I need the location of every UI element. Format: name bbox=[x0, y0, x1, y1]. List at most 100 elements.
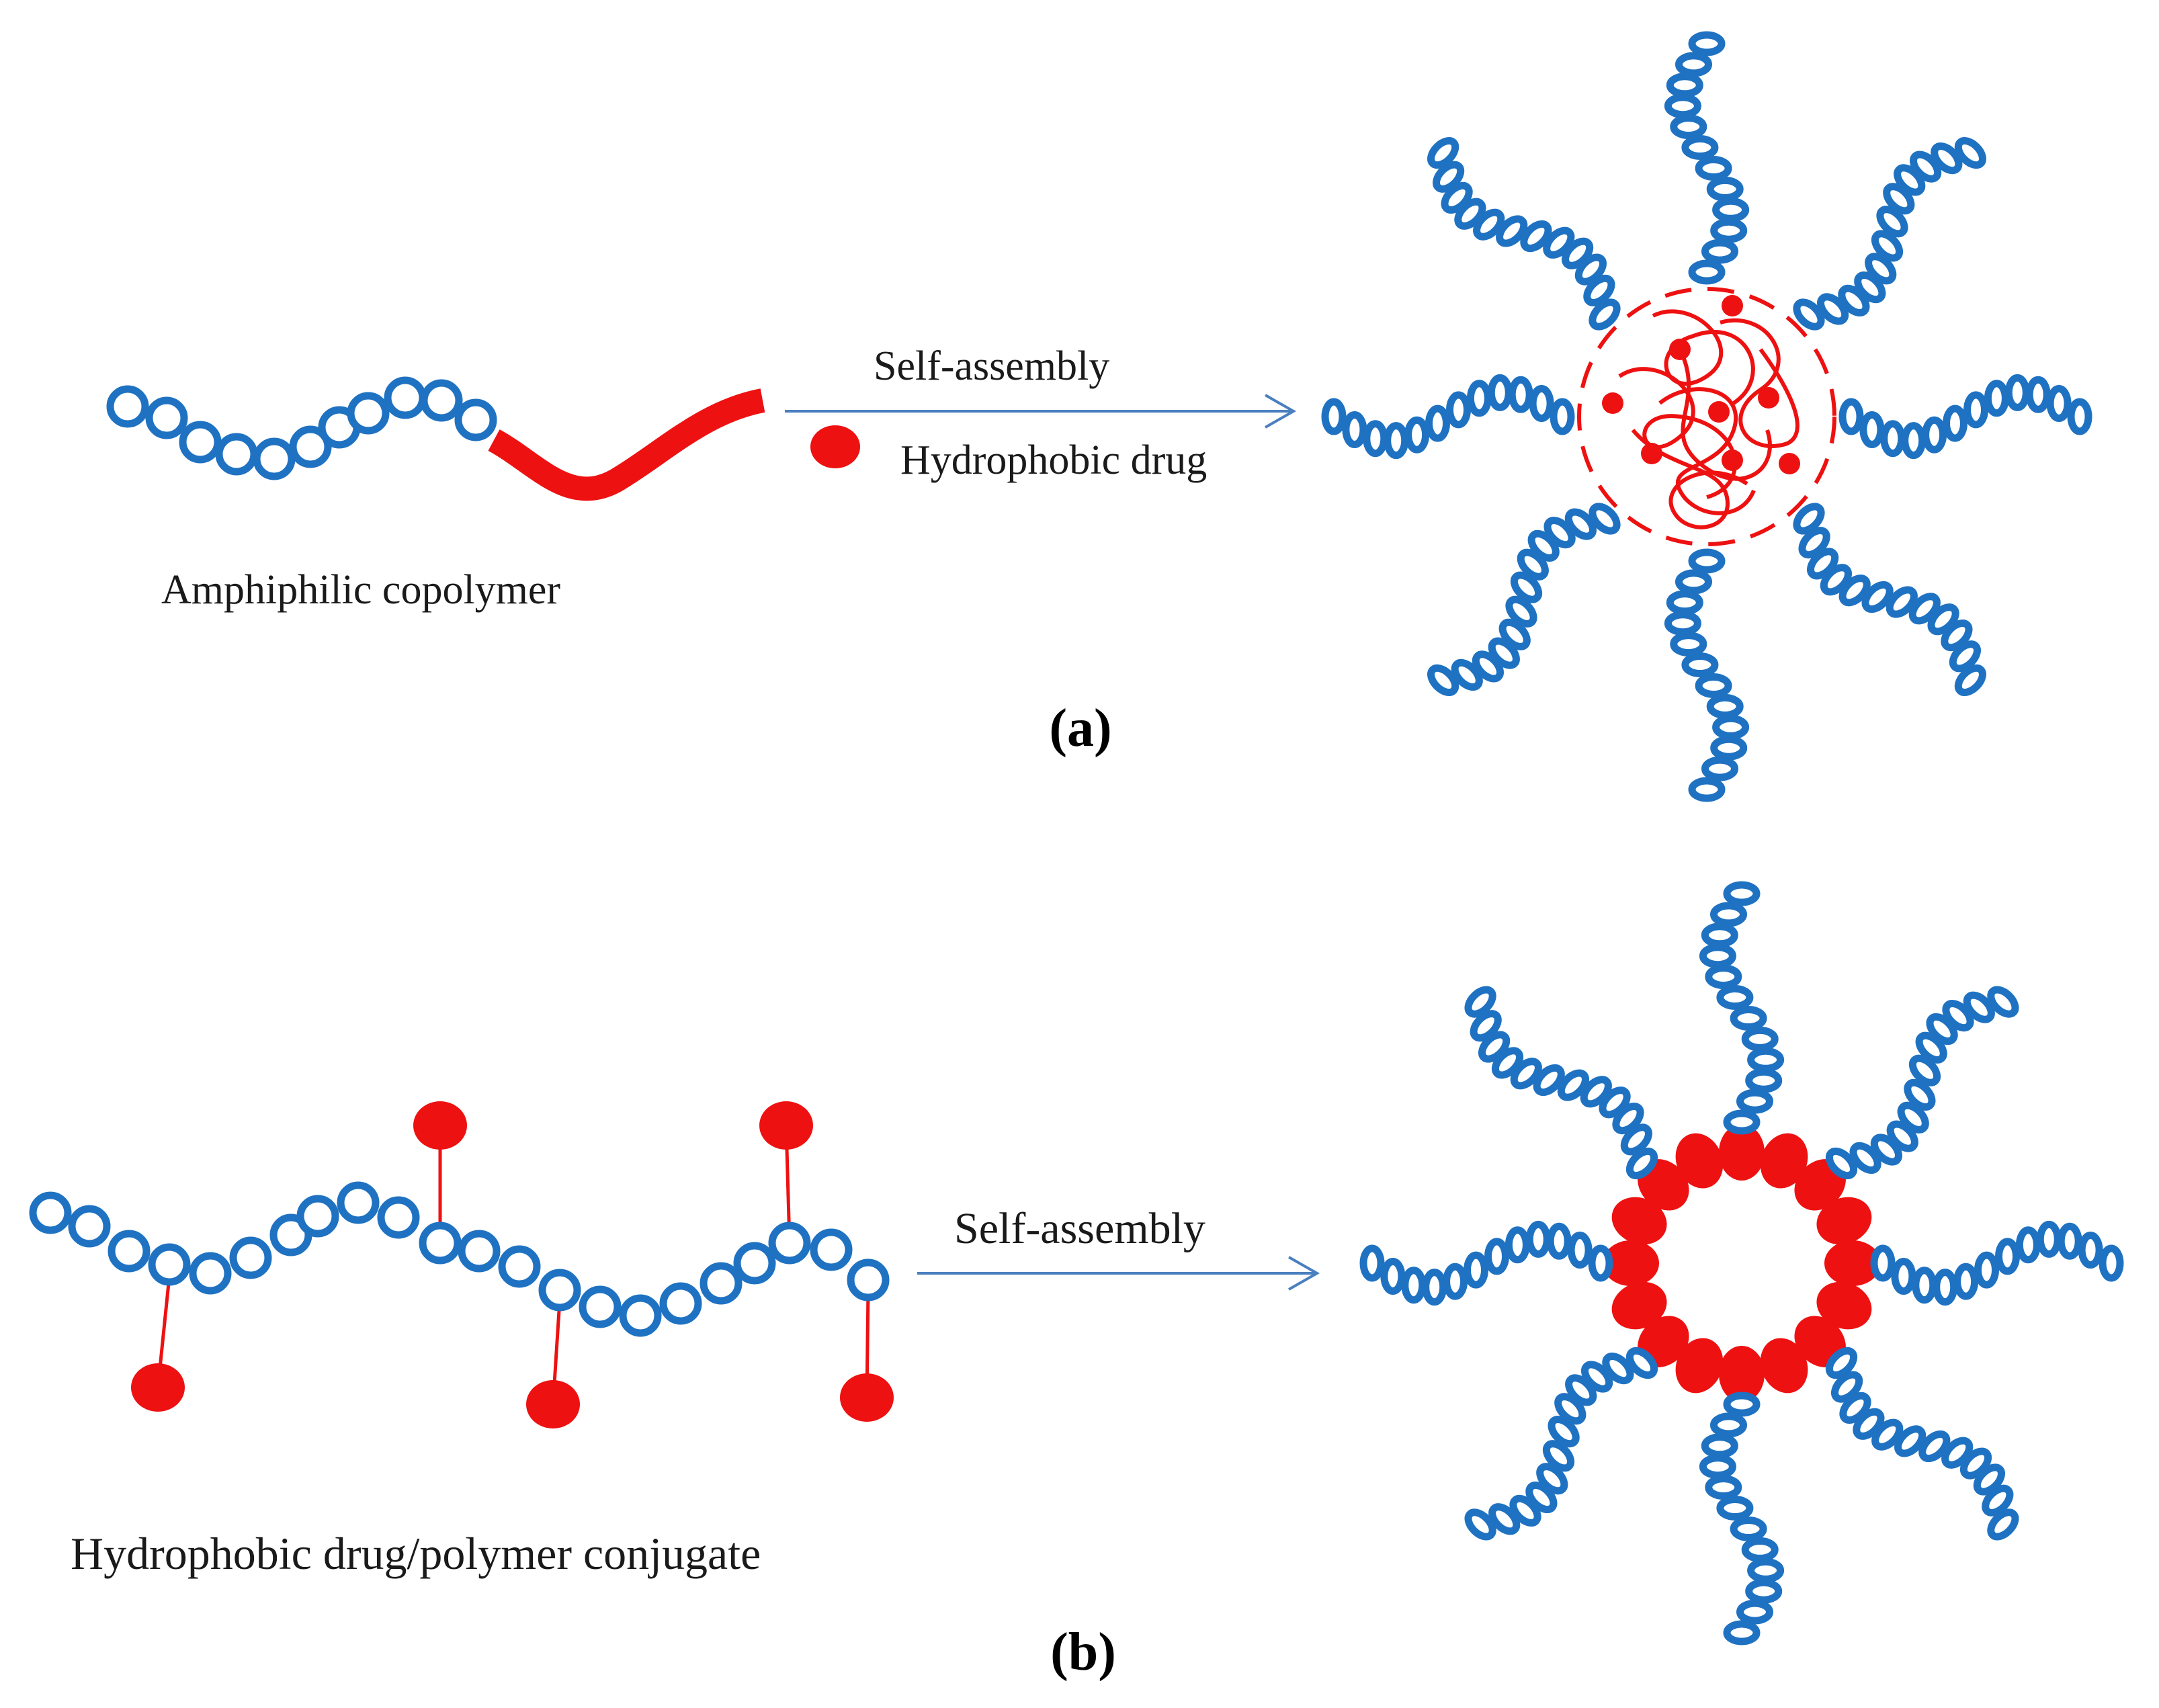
coil-loop bbox=[1723, 1392, 1761, 1417]
hydrophilic-bead bbox=[68, 1205, 111, 1248]
hydrophobic-strand bbox=[1720, 318, 1800, 448]
coil-loop bbox=[1589, 503, 1621, 535]
hydrophilic-bead bbox=[538, 1269, 581, 1312]
coil-loop bbox=[1602, 1353, 1634, 1385]
coil-loop bbox=[1380, 1258, 1406, 1295]
coil-loop bbox=[1546, 1222, 1572, 1260]
coil-loop bbox=[1562, 237, 1594, 269]
coil-loop bbox=[1710, 218, 1748, 243]
coil-loop bbox=[1995, 1238, 2020, 1275]
coil-loop bbox=[1688, 31, 1726, 56]
drug-core-unit bbox=[1675, 1338, 1724, 1394]
coil-loop bbox=[1741, 1026, 1779, 1052]
coil-loop bbox=[1736, 1599, 1773, 1625]
hydrophilic-corona-arm bbox=[1664, 31, 1750, 285]
amphiphilic-copolymer-chain bbox=[106, 376, 765, 501]
diagram-shapes bbox=[29, 31, 2124, 1646]
hydrophilic-bead bbox=[810, 1228, 853, 1271]
coil-loop bbox=[1699, 943, 1736, 969]
coil-loop bbox=[1472, 650, 1504, 683]
coil-loop bbox=[1464, 986, 1496, 1018]
coil-loop bbox=[1681, 652, 1719, 677]
coil-loop bbox=[1441, 181, 1473, 214]
hydrophilic-bead bbox=[579, 1285, 622, 1328]
hydrophilic-bead bbox=[337, 1181, 380, 1224]
coil-loop bbox=[1422, 1269, 1447, 1306]
hydrophilic-corona-arm bbox=[1664, 548, 1750, 802]
coil-loop bbox=[1712, 714, 1750, 740]
hydrophobic-strand bbox=[1631, 429, 1748, 529]
coil-loop bbox=[1505, 595, 1537, 628]
coil-loop bbox=[1943, 404, 1967, 442]
coil-loop bbox=[1963, 391, 1988, 429]
coil-loop bbox=[1723, 1109, 1761, 1135]
coil-loop bbox=[1564, 508, 1597, 540]
drug-core-unit bbox=[1611, 1197, 1667, 1245]
conjugated-drug bbox=[131, 1363, 185, 1412]
hydrophobic-strand bbox=[1658, 387, 1756, 515]
hydrophobic-drug-legend-label: Hydrophobic drug bbox=[900, 437, 1207, 483]
coil-loop bbox=[1427, 664, 1459, 696]
coil-loop bbox=[1664, 611, 1701, 636]
hydrophilic-corona-arm bbox=[1825, 986, 2019, 1180]
coil-loop bbox=[1484, 1238, 1509, 1275]
hydrophilic-corona-arm bbox=[1464, 1347, 1658, 1541]
self-assembly-label-b: Self-assembly bbox=[954, 1204, 1205, 1253]
micelle-core-boundary bbox=[1577, 287, 1836, 546]
arrow-head bbox=[1265, 394, 1297, 429]
coil-loop bbox=[1745, 1068, 1783, 1093]
coil-loop bbox=[1625, 1147, 1658, 1180]
coil-loop bbox=[1918, 1430, 1951, 1463]
hydrophilic-corona-arm bbox=[1427, 503, 1621, 696]
hydrophilic-bead bbox=[189, 1252, 232, 1295]
coil-loop bbox=[1984, 380, 2009, 417]
coil-loop bbox=[1838, 574, 1871, 607]
coil-loop bbox=[1891, 1258, 1916, 1295]
hydrophilic-bead bbox=[145, 396, 188, 439]
coil-loop bbox=[1363, 420, 1388, 458]
drug-core-unit bbox=[1719, 1124, 1765, 1181]
hydrophilic-bead bbox=[768, 1222, 811, 1265]
coil-loop bbox=[1730, 1006, 1767, 1031]
prodrug-micelle bbox=[1359, 881, 2124, 1646]
coil-loop bbox=[1886, 1120, 1918, 1152]
coil-loop bbox=[1861, 581, 1894, 613]
coil-loop bbox=[1825, 1147, 1858, 1180]
hydrophilic-bead bbox=[108, 1230, 151, 1273]
coil-loop bbox=[1321, 398, 1347, 435]
hydrophilic-corona-arm bbox=[1699, 1392, 1785, 1646]
coil-loop bbox=[1987, 986, 2019, 1018]
coil-loop bbox=[1588, 1244, 1613, 1282]
coil-loop bbox=[1580, 1076, 1612, 1108]
drug-core-unit bbox=[1719, 1346, 1765, 1402]
coil-loop bbox=[1831, 1371, 1863, 1403]
hydrophilic-bead bbox=[215, 433, 258, 476]
coil-loop bbox=[1793, 298, 1825, 331]
coil-loop bbox=[2057, 1222, 2082, 1260]
coil-loop bbox=[1931, 142, 1963, 175]
coil-loop bbox=[1730, 1517, 1767, 1541]
hydrophilic-bead bbox=[458, 1230, 501, 1273]
coil-loop bbox=[1688, 548, 1726, 574]
coil-loop bbox=[1880, 420, 1906, 458]
hydrophilic-corona-arm bbox=[1838, 374, 2092, 460]
self-assembly-arrow-a bbox=[785, 394, 1297, 429]
coil-loop bbox=[1695, 673, 1732, 698]
coil-loop bbox=[1498, 618, 1531, 650]
hydrophilic-corona-arm bbox=[1359, 1220, 1613, 1306]
coil-loop bbox=[1525, 1220, 1551, 1258]
drug-molecule bbox=[1602, 392, 1623, 414]
hydrophilic-bead bbox=[347, 392, 390, 435]
panel-b-label: (b) bbox=[1050, 1623, 1116, 1682]
coil-loop bbox=[2099, 1244, 2124, 1282]
hydrophilic-bead bbox=[420, 379, 463, 422]
coil-loop bbox=[1496, 215, 1528, 247]
coil-loop bbox=[1793, 503, 1825, 535]
coil-loop bbox=[1509, 1494, 1541, 1527]
coil-loop bbox=[1527, 529, 1560, 562]
coil-loop bbox=[1487, 374, 1513, 411]
self-assembly-label-a: Self-assembly bbox=[874, 343, 1109, 389]
coil-loop bbox=[1871, 230, 1904, 262]
hydrophobic-strand bbox=[1652, 309, 1755, 405]
coil-loop bbox=[1466, 380, 1492, 417]
